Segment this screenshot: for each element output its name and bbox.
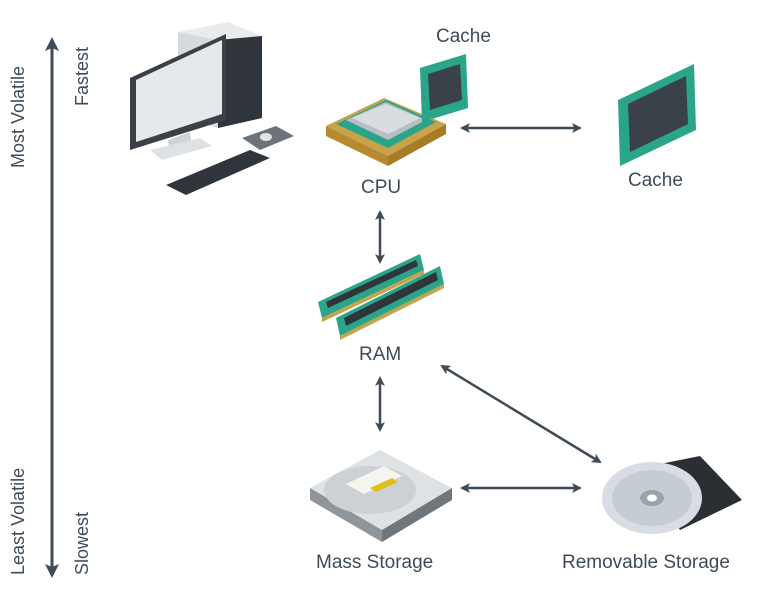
ram-icon xyxy=(318,254,444,340)
desktop-computer-icon xyxy=(130,22,294,195)
removable-disc-icon xyxy=(602,456,742,534)
cache-board-right-icon xyxy=(618,64,696,166)
removable-storage-label: Removable Storage xyxy=(562,552,730,573)
most-volatile-label: Most Volatile xyxy=(8,65,28,168)
ram-removable-arrow xyxy=(440,364,602,464)
cpu-icon xyxy=(326,98,446,166)
least-volatile-label: Least Volatile xyxy=(8,467,28,575)
ram-label: RAM xyxy=(359,344,402,365)
mass-storage-label: Mass Storage xyxy=(316,552,434,573)
hard-drive-icon xyxy=(310,450,452,542)
slowest-label: Slowest xyxy=(72,511,92,575)
cache-board-top-icon xyxy=(420,54,468,122)
cache-right-label: Cache xyxy=(628,170,683,191)
cpu-label: CPU xyxy=(361,177,402,198)
fastest-label: Fastest xyxy=(72,46,92,106)
cache-top-label: Cache xyxy=(436,26,491,47)
